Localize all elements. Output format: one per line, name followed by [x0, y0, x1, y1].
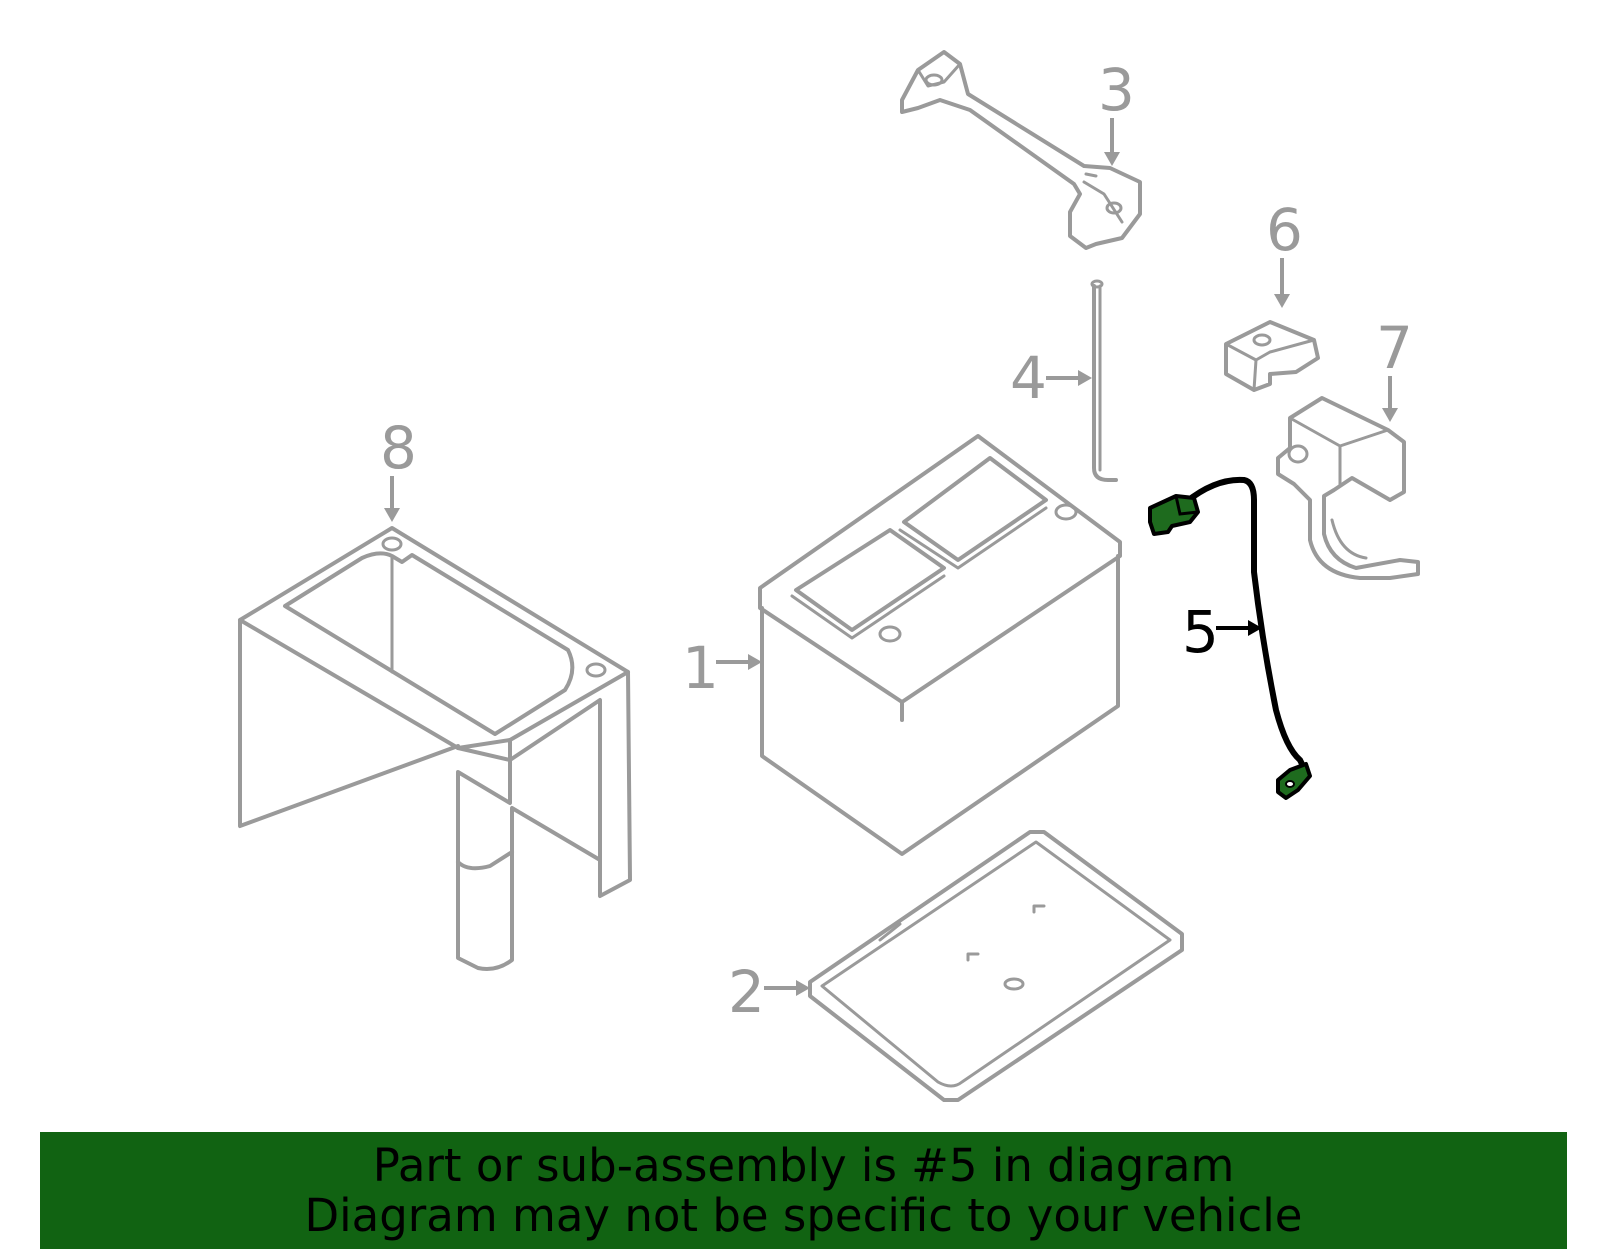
- callout-number: 2: [728, 958, 765, 1026]
- part-8-battery-cover[interactable]: [238, 526, 632, 971]
- callout-1: 1: [682, 634, 762, 702]
- callout-number: 6: [1266, 196, 1303, 264]
- part-4-j-bolt[interactable]: [1090, 279, 1118, 482]
- part-1-battery[interactable]: [758, 434, 1122, 856]
- callout-number: 8: [380, 414, 417, 482]
- callout-number: 1: [682, 634, 719, 702]
- banner-line-1: Part or sub-assembly is #5 in diagram: [372, 1138, 1235, 1192]
- callout-number: 7: [1376, 314, 1413, 382]
- callout-number: 5: [1182, 598, 1219, 666]
- info-banner: Part or sub-assembly is #5 in diagram Di…: [40, 1132, 1567, 1249]
- callout-8: 8: [380, 414, 417, 522]
- banner-line-2: Diagram may not be specific to your vehi…: [304, 1188, 1303, 1242]
- callout-4: 4: [1010, 344, 1092, 412]
- callout-7: 7: [1376, 314, 1413, 422]
- callout-number: 3: [1098, 56, 1135, 124]
- callout-5: 5: [1182, 598, 1262, 666]
- part-3-hold-down-bracket[interactable]: [900, 50, 1142, 250]
- part-2-battery-tray[interactable]: [808, 830, 1184, 1102]
- callout-6: 6: [1266, 196, 1303, 308]
- callout-3: 3: [1098, 56, 1135, 166]
- part-6-terminal-cover[interactable]: [1224, 320, 1320, 392]
- callout-2: 2: [728, 958, 810, 1026]
- callout-number: 4: [1010, 344, 1047, 412]
- part-5-negative-cable[interactable]: [1148, 476, 1312, 800]
- part-7-terminal-clamp[interactable]: [1276, 396, 1420, 580]
